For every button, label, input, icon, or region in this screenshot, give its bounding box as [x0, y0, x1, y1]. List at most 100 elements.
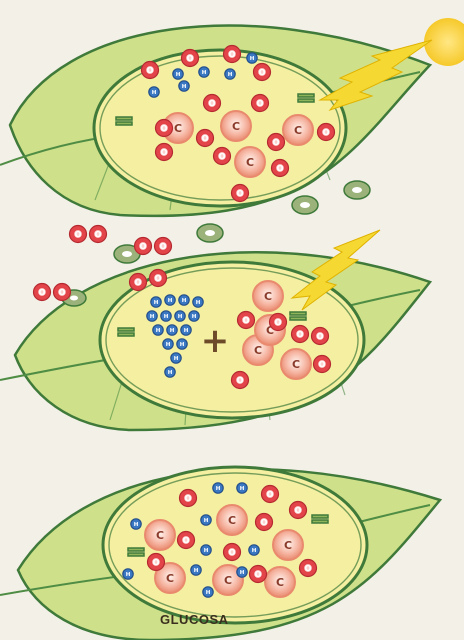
hydrogen-atom: H [147, 311, 157, 321]
hydrogen-atom: H [249, 545, 259, 555]
hydrogen-atom: H [193, 297, 203, 307]
svg-text:O: O [323, 128, 330, 137]
hydrogen-atom: H [173, 69, 183, 79]
oxygen-atom: O [34, 284, 51, 301]
svg-text:H: H [194, 568, 199, 574]
hydrogen-atom: H [151, 297, 161, 307]
svg-text:H: H [196, 300, 201, 306]
hydrogen-atom: H [201, 545, 211, 555]
svg-text:O: O [160, 242, 167, 251]
carbon-atom: C [145, 520, 175, 550]
oxygen-atom: O [224, 544, 241, 561]
hydrogen-atom: H [177, 339, 187, 349]
svg-text:H: H [206, 590, 211, 596]
oxygen-atom: O [156, 144, 173, 161]
svg-text:O: O [277, 164, 284, 173]
hydrogen-atom: H [199, 67, 209, 77]
hydrogen-atom: H [237, 483, 247, 493]
svg-text:C: C [232, 120, 240, 133]
svg-text:O: O [219, 152, 226, 161]
hydrogen-atom: H [123, 569, 133, 579]
svg-text:O: O [261, 518, 268, 527]
oxygen-atom: O [148, 554, 165, 571]
svg-text:H: H [170, 328, 175, 334]
oxygen-atom: O [312, 328, 329, 345]
svg-text:O: O [229, 50, 236, 59]
oxygen-atom: O [318, 124, 335, 141]
hydrogen-atom: H [153, 325, 163, 335]
svg-text:H: H [182, 84, 187, 90]
svg-text:O: O [295, 506, 302, 515]
svg-text:O: O [75, 230, 82, 239]
hydrogen-atom: H [203, 587, 213, 597]
svg-text:O: O [255, 570, 262, 579]
oxygen-atom: O [300, 560, 317, 577]
hydrogen-atom: H [167, 325, 177, 335]
svg-text:O: O [209, 99, 216, 108]
svg-text:O: O [237, 376, 244, 385]
oxygen-atom: O [290, 502, 307, 519]
oxygen-atom: O [270, 314, 287, 331]
oxygen-atom: O [204, 95, 221, 112]
carbon-atom: C [273, 530, 303, 560]
svg-text:O: O [185, 494, 192, 503]
svg-text:O: O [140, 242, 147, 251]
svg-text:O: O [161, 124, 168, 133]
svg-text:O: O [259, 68, 266, 77]
svg-text:O: O [155, 274, 162, 283]
svg-text:O: O [275, 318, 282, 327]
hydrogen-atom: H [179, 81, 189, 91]
svg-text:C: C [254, 344, 262, 357]
oxygen-atom: O [256, 514, 273, 531]
svg-text:H: H [126, 572, 131, 578]
svg-text:O: O [95, 230, 102, 239]
svg-text:H: H [154, 300, 159, 306]
svg-text:H: H [216, 486, 221, 492]
svg-text:H: H [240, 486, 245, 492]
hydrogen-atom: H [179, 295, 189, 305]
svg-text:H: H [228, 72, 233, 78]
svg-text:H: H [176, 72, 181, 78]
svg-text:H: H [164, 314, 169, 320]
hydrogen-atom: H [191, 565, 201, 575]
svg-text:C: C [174, 122, 182, 135]
hydrogen-atom: H [165, 295, 175, 305]
hydrogen-atom: H [189, 311, 199, 321]
hydrogen-atom: H [181, 325, 191, 335]
carbon-atom: C [281, 349, 311, 379]
svg-text:H: H [252, 548, 257, 554]
svg-text:O: O [183, 536, 190, 545]
svg-text:C: C [156, 529, 164, 542]
oxygen-atom: O [182, 50, 199, 67]
hydrogen-atom: H [163, 339, 173, 349]
oxygen-atom: O [292, 326, 309, 343]
hydrogen-atom: H [201, 515, 211, 525]
hydrogen-atom: H [149, 87, 159, 97]
hydrogen-atom: H [161, 311, 171, 321]
svg-text:C: C [166, 572, 174, 585]
svg-text:O: O [267, 490, 274, 499]
oxygen-atom: O [70, 226, 87, 243]
svg-text:H: H [204, 548, 209, 554]
oxygen-atom: O [197, 130, 214, 147]
oxygen-atom: O [238, 312, 255, 329]
svg-text:O: O [305, 564, 312, 573]
carbon-atom: C [235, 147, 265, 177]
oxygen-atom: O [252, 95, 269, 112]
hydrogen-atom: H [247, 53, 257, 63]
svg-text:C: C [246, 156, 254, 169]
carbon-atom: C [253, 281, 283, 311]
svg-text:O: O [39, 288, 46, 297]
hydrogen-atom: H [225, 69, 235, 79]
svg-text:C: C [276, 576, 284, 589]
oxygen-atom: O [156, 120, 173, 137]
oxygen-atom: O [214, 148, 231, 165]
oxygen-atom: O [130, 274, 147, 291]
svg-text:O: O [229, 548, 236, 557]
carbon-atom: C [221, 111, 251, 141]
svg-text:O: O [317, 332, 324, 341]
svg-text:O: O [153, 558, 160, 567]
oxygen-atom: O [254, 64, 271, 81]
svg-text:H: H [174, 356, 179, 362]
svg-text:H: H [192, 314, 197, 320]
